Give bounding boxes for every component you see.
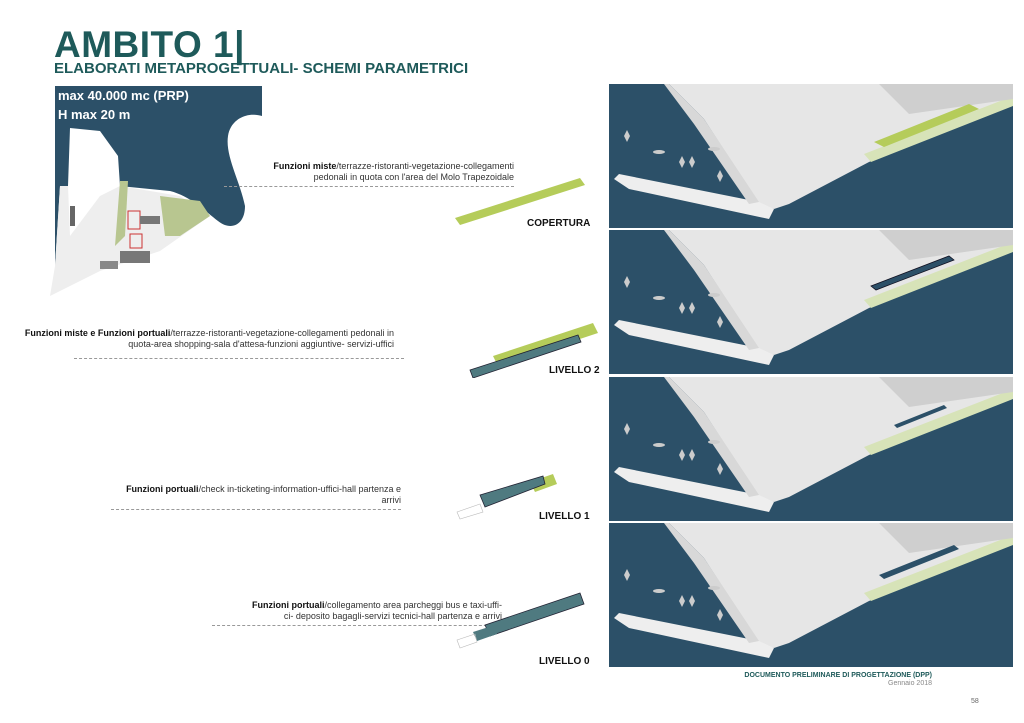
level-description: Funzioni portuali/check in-ticketing-inf… [111, 484, 401, 510]
height-label: H max 20 m [58, 107, 131, 122]
axonometric-view-livello-2 [609, 230, 1013, 374]
axonometric-view-copertura [609, 84, 1013, 228]
livello-2-diagram [469, 323, 598, 378]
level-description: Funzioni miste e Funzioni portuali/terra… [24, 328, 394, 349]
level-description: Funzioni miste/terrazze-ristoranti-veget… [224, 161, 514, 187]
livello-1-diagram [456, 474, 557, 520]
site-map [50, 86, 262, 296]
level-label: COPERTURA [527, 218, 591, 229]
axonometric-view-livello-1 [609, 377, 1013, 521]
livello-0-diagram [456, 592, 585, 649]
document-name: DOCUMENTO PRELIMINARE DI PROGETTAZIONE (… [744, 672, 932, 679]
page-title: AMBITO 1| [54, 24, 245, 65]
copertura-diagram [455, 178, 585, 225]
axonometric-view-livello-0 [609, 523, 1013, 667]
document-date: Gennaio 2018 [888, 680, 932, 687]
level-label: LIVELLO 1 [539, 511, 590, 522]
volume-label: max 40.000 mc (PRP) [58, 88, 189, 103]
level-description: Funzioni portuali/collegamento area parc… [212, 600, 502, 626]
page-subtitle: ELABORATI METAPROGETTUALI- SCHEMI PARAME… [54, 60, 469, 77]
page-number: 58 [971, 698, 979, 705]
level-label: LIVELLO 0 [539, 656, 590, 667]
level-label: LIVELLO 2 [549, 365, 600, 376]
